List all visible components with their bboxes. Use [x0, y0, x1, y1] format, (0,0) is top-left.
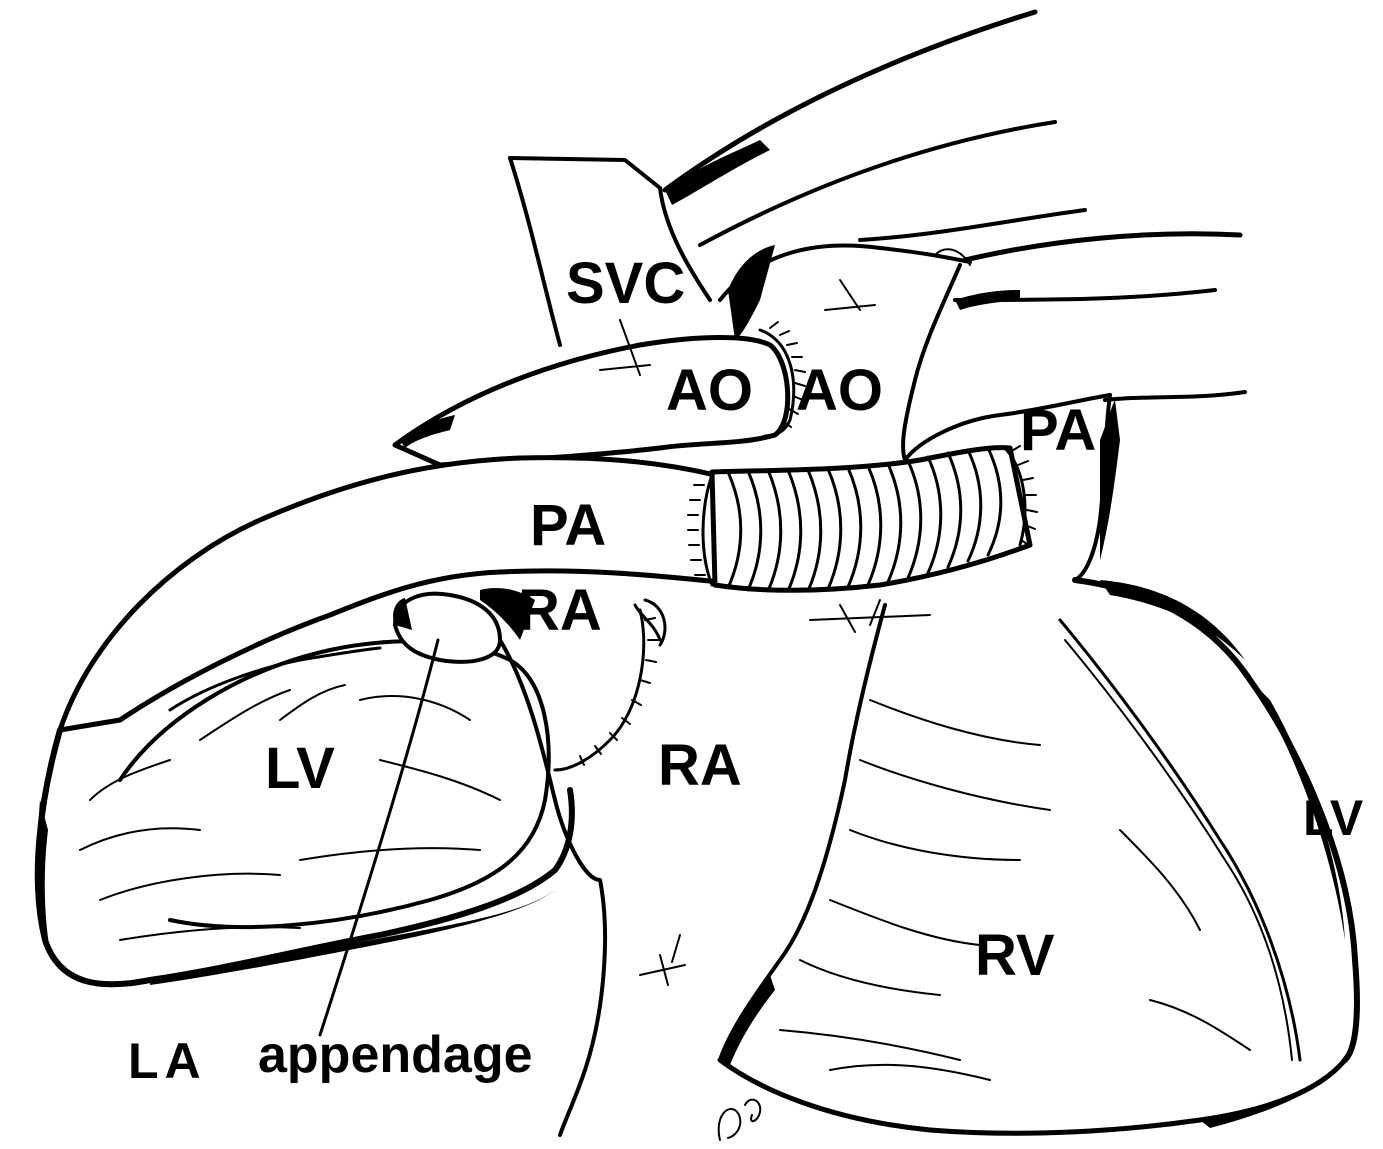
lv-surface-veins [80, 685, 500, 940]
label-lv-right: LV [1303, 790, 1364, 846]
label-appendage: appendage [258, 1026, 533, 1084]
label-ao-right: AO [796, 358, 883, 423]
label-pa-main: PA [530, 493, 606, 558]
label-svc: SVC [566, 251, 685, 316]
label-lv-left: LV [265, 736, 335, 801]
corrugated-graft [688, 446, 1037, 591]
label-ra-lower: RA [658, 733, 742, 798]
pulmonary-artery [60, 458, 720, 730]
label-ra-upper: RA [518, 578, 602, 643]
label-ao-left: AO [666, 358, 753, 423]
label-rv: RV [975, 923, 1055, 988]
artist-signature [719, 1100, 761, 1140]
right-ventricle [720, 580, 1357, 1133]
labels: SVC AO AO PA PA RA RA LV LV RV LA append… [128, 251, 1364, 1089]
label-pa-upper: PA [1020, 398, 1096, 463]
label-la: LA [128, 1033, 207, 1089]
